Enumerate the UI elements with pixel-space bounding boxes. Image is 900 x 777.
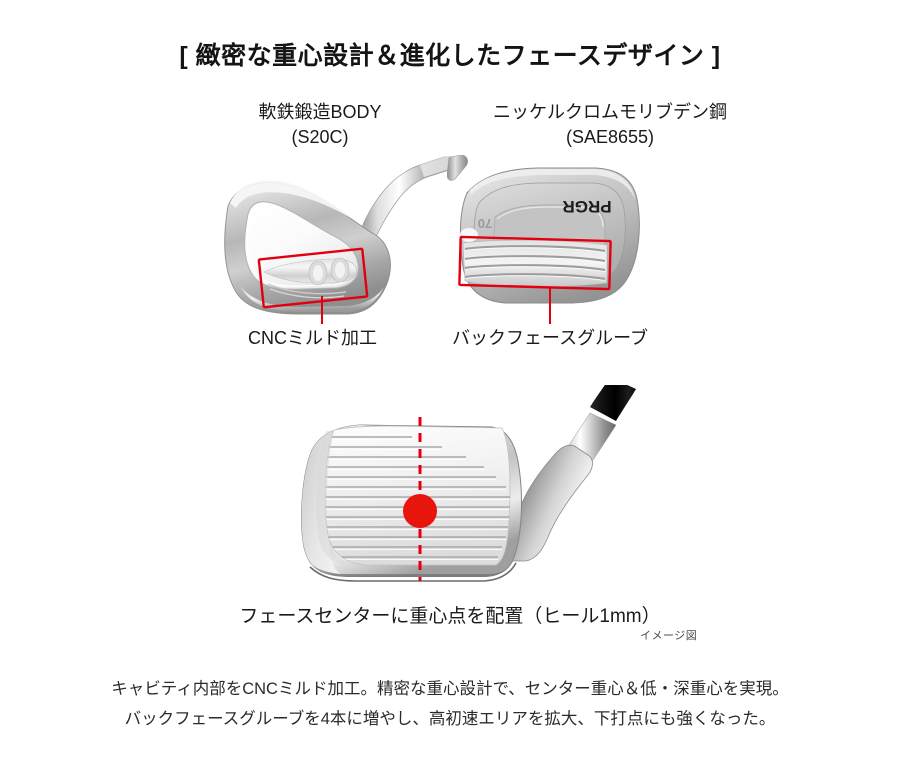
main-caption: フェースセンターに重心点を配置（ヒール1mm） (239, 606, 661, 627)
material-right-name: ニッケルクロムモリブデン鋼 (493, 102, 727, 122)
brand-logo-text: PRGR (562, 197, 611, 216)
backface-groove-band (462, 239, 608, 287)
club-face-illustration (270, 377, 650, 590)
backface-groove-highlight-box (458, 235, 612, 291)
hosel-highlight (420, 156, 453, 177)
feature-description-line-1: キャビティ内部をCNCミルド加工。精密な重心設計で、センター重心＆低・深重心を実… (111, 680, 789, 698)
cnc-highlight-box (257, 247, 369, 309)
club-backface-illustration: PRGR 70 (446, 154, 667, 320)
page-title: [ 緻密な重心設計＆進化したフェースデザイン ] (0, 36, 900, 72)
callout-label-groove: バックフェースグルーブ (452, 328, 649, 348)
center-of-gravity-dot (403, 494, 437, 528)
sole-bottom-line (309, 562, 517, 582)
material-left-name: 軟鉄鍛造BODY (258, 102, 382, 122)
cnc-milled-region (263, 257, 357, 299)
material-left-spec: (S20C) (291, 127, 349, 147)
feature-description: キャビティ内部をCNCミルド加工。精密な重心設計で、センター重心＆低・深重心を実… (0, 674, 900, 734)
club-neck (507, 444, 593, 562)
backface-hosel-stub (446, 154, 468, 181)
callout-label-cnc: CNCミルド加工 (248, 328, 377, 348)
backface-top-highlight (469, 169, 635, 199)
club-cavity-back-illustration (206, 146, 476, 326)
material-right-spec: (SAE8655) (565, 127, 655, 147)
loft-number-text: 70 (478, 216, 492, 231)
feature-description-line-2: バックフェースグルーブを4本に増やし、高初速エリアを拡大、下打点にも強くなった。 (124, 710, 776, 728)
backface-inset-highlight (496, 206, 604, 228)
material-label-left: 軟鉄鍛造BODY (S20C) (180, 100, 460, 150)
image-disclaimer-note: イメージ図 (640, 630, 698, 642)
club-sole-edge (308, 555, 516, 577)
material-label-right: ニッケルクロムモリブデン鋼 (SAE8655) (400, 100, 820, 150)
club-shaft-black (590, 377, 636, 421)
topline-highlight (230, 180, 375, 233)
club-cavity-back-svg (224, 156, 454, 315)
leader-line-cnc (321, 296, 323, 324)
leader-line-groove (549, 288, 551, 324)
toe-highlight (460, 228, 478, 242)
club-face-svg (301, 377, 636, 582)
page-title-text: [ 緻密な重心設計＆進化したフェースデザイン ] (179, 42, 721, 70)
face-toe-shadow (316, 430, 362, 565)
club-backface-svg: PRGR 70 (446, 154, 640, 304)
